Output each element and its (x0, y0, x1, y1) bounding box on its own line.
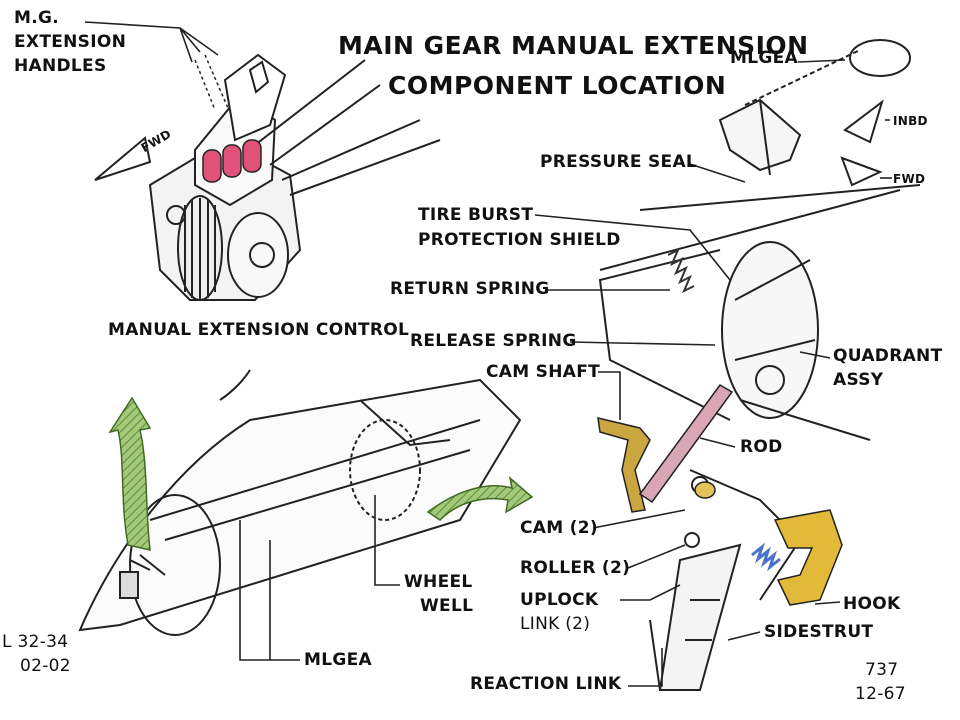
label-release-spring: RELEASE SPRING (410, 331, 577, 351)
label-rod: ROD (740, 437, 783, 457)
green-arrow-up (108, 396, 152, 551)
hook-part (773, 509, 843, 606)
return-spring-coil (667, 247, 695, 294)
label-quadrant-2: ASSY (833, 370, 884, 390)
fwd-arrow-left-icon (94, 136, 152, 181)
fuselage-drawing (78, 369, 522, 636)
rod-part (638, 384, 734, 504)
label-date: 12-67 (855, 684, 906, 704)
leader-lines-top-left (84, 21, 219, 63)
leader-lines-bottom-left (239, 495, 400, 661)
leader-lines-right (534, 59, 892, 687)
extension-handles (202, 139, 262, 183)
label-ref-1: L 32-34 (2, 632, 69, 652)
label-return-spring: RETURN SPRING (390, 279, 550, 299)
label-quadrant-1: QUADRANT (833, 346, 943, 366)
label-sidestrut: SIDESTRUT (764, 622, 874, 642)
label-uplock-2: LINK (2) (520, 614, 591, 634)
label-tire-burst-1: TIRE BURST (418, 205, 534, 225)
label-pressure-seal: PRESSURE SEAL (540, 152, 698, 172)
label-reaction-link: REACTION LINK (470, 674, 622, 694)
label-wheel-well-2: WELL (420, 596, 474, 616)
cam-part (694, 481, 716, 499)
label-ref-2: 02-02 (20, 656, 71, 676)
hook-spring-coil (751, 542, 781, 572)
fwd-arrow-right-icon (840, 156, 883, 187)
label-inbd: INBD (893, 114, 928, 128)
inbd-arrow-icon (843, 99, 884, 144)
label-uplock-1: UPLOCK (520, 590, 599, 610)
green-arrow-right (426, 476, 534, 521)
right-mechanism-drawing (598, 39, 921, 691)
label-cam-shaft: CAM SHAFT (486, 362, 601, 382)
label-mg-handles-1: M.G. (14, 8, 59, 28)
label-hook: HOOK (843, 594, 901, 614)
title-line-2: COMPONENT LOCATION (388, 71, 727, 100)
label-mg-handles-3: HANDLES (14, 56, 107, 76)
label-fwd-right: FWD (893, 172, 926, 186)
label-roller: ROLLER (2) (520, 558, 631, 578)
label-wheel-well-1: WHEEL (404, 572, 473, 592)
label-tire-burst-2: PROTECTION SHIELD (418, 230, 621, 250)
label-mg-handles-2: EXTENSION (14, 32, 127, 52)
label-cam: CAM (2) (520, 518, 598, 538)
cam-shaft-part (597, 417, 651, 513)
label-manual-extension-control: MANUAL EXTENSION CONTROL (108, 320, 410, 340)
label-mlgea-top: MLGEA (730, 48, 798, 68)
label-model: 737 (865, 660, 899, 680)
label-mlgea-bottom: MLGEA (304, 650, 372, 670)
title-line-1: MAIN GEAR MANUAL EXTENSION (338, 31, 809, 60)
